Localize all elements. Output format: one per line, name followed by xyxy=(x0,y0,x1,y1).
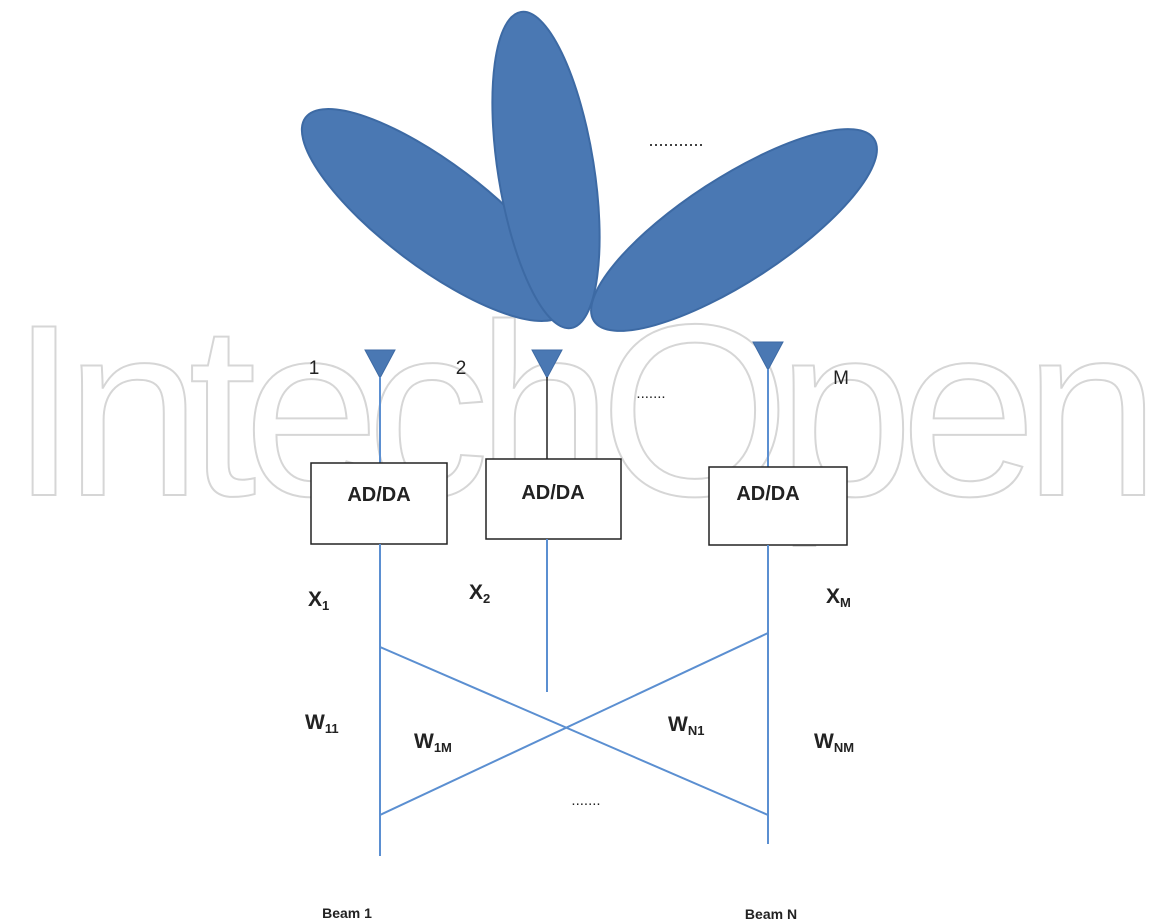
antenna-1: 1 xyxy=(309,349,396,380)
weight-label-w1m: W1M xyxy=(414,730,452,755)
radiation-lobes xyxy=(300,10,878,332)
signal-label-x1: X1 xyxy=(308,588,329,613)
antenna-2: 2 xyxy=(456,349,563,380)
converter-1-label: AD/DA xyxy=(347,484,410,506)
antenna-1-label: 1 xyxy=(309,358,320,379)
lobes-ellipsis: ........... xyxy=(648,130,703,150)
weighting-network xyxy=(379,539,769,856)
weight-path-1-to-n xyxy=(379,646,769,816)
signal-label-x2: X2 xyxy=(469,581,490,606)
antenna-2-label: 2 xyxy=(456,358,467,379)
converter-1: AD/DA xyxy=(310,462,448,545)
weight-label-wn1: WN1 xyxy=(668,713,704,738)
signal-label-xm: XM xyxy=(826,585,851,610)
weight-path-m-to-1 xyxy=(379,632,769,816)
antenna-1-icon xyxy=(364,349,396,380)
converter-2: AD/DA xyxy=(485,458,622,540)
converter-2-label: AD/DA xyxy=(521,482,584,504)
converter-m-box xyxy=(708,466,848,546)
converter-2-box xyxy=(485,458,622,540)
antenna-ellipsis: ....... xyxy=(636,385,665,402)
lobe-center xyxy=(491,10,601,330)
beam-1-label: Beam 1 xyxy=(322,905,372,921)
antenna-m-icon xyxy=(752,341,784,372)
beam-n-label: Beam N xyxy=(745,906,797,922)
weight-label-wnm: WNM xyxy=(814,730,854,755)
lobe-right xyxy=(590,128,878,332)
antenna-m-label: M xyxy=(833,368,849,389)
converter-m-label: AD/DA xyxy=(736,483,799,505)
antenna-2-icon xyxy=(531,349,563,380)
converter-m: AD/DA xyxy=(708,466,848,546)
weight-label-w11: W11 xyxy=(305,711,339,736)
weights-ellipsis: ....... xyxy=(571,792,600,809)
antenna-m: M xyxy=(752,341,849,389)
